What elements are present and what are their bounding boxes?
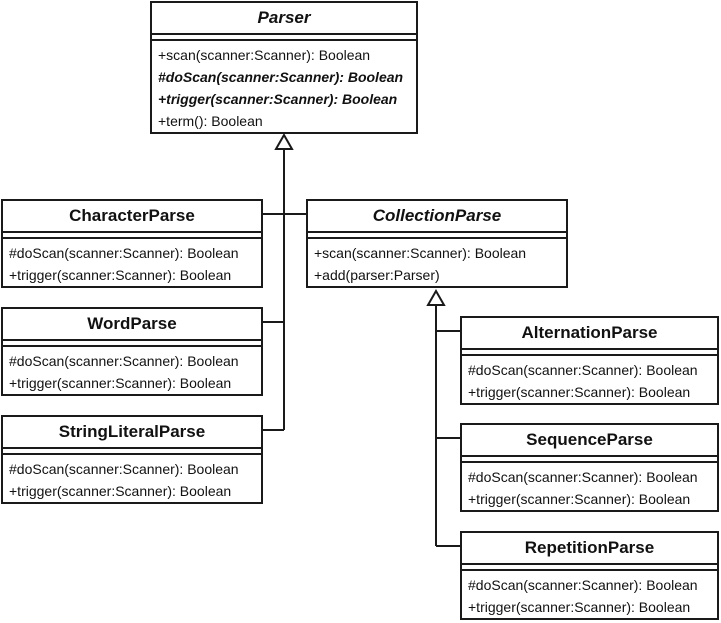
operation: +trigger(scanner:Scanner): Boolean: [9, 375, 232, 391]
operation: +trigger(scanner:Scanner): Boolean: [158, 91, 398, 107]
operation: +term(): Boolean: [158, 113, 263, 129]
class-name: WordParse: [3, 309, 261, 341]
class-name: SequenceParse: [462, 425, 717, 457]
attributes-compartment: [152, 35, 416, 41]
operation: #doScan(scanner:Scanner): Boolean: [9, 461, 239, 477]
operation: #doScan(scanner:Scanner): Boolean: [9, 245, 239, 261]
parser-generalization-arrowhead: [274, 132, 294, 150]
attributes-compartment: [462, 350, 717, 356]
class-name: AlternationParse: [462, 318, 717, 350]
operations-compartment: #doScan(scanner:Scanner): Boolean +trigg…: [3, 455, 261, 504]
attributes-compartment: [462, 457, 717, 463]
attributes-compartment: [3, 233, 261, 239]
operations-compartment: #doScan(scanner:Scanner): Boolean +trigg…: [462, 571, 717, 620]
operations-compartment: #doScan(scanner:Scanner): Boolean +trigg…: [462, 463, 717, 512]
operation: +trigger(scanner:Scanner): Boolean: [9, 483, 232, 499]
operation: +scan(scanner:Scanner): Boolean: [314, 245, 527, 261]
class-name: CharacterParse: [3, 201, 261, 233]
operations-compartment: +scan(scanner:Scanner): Boolean +add(par…: [308, 239, 566, 288]
class-name: StringLiteralParse: [3, 417, 261, 449]
parser-class: Parser +scan(scanner:Scanner): Boolean #…: [150, 1, 418, 134]
operation: +add(parser:Parser): [314, 267, 440, 283]
operation: #doScan(scanner:Scanner): Boolean: [468, 469, 698, 485]
operations-compartment: #doScan(scanner:Scanner): Boolean +trigg…: [3, 347, 261, 396]
alternationparse-class: AlternationParse #doScan(scanner:Scanner…: [460, 316, 719, 405]
attributes-compartment: [462, 565, 717, 571]
class-name: Parser: [152, 3, 416, 35]
operations-compartment: #doScan(scanner:Scanner): Boolean +trigg…: [462, 356, 717, 405]
operation: +trigger(scanner:Scanner): Boolean: [468, 491, 691, 507]
operations-compartment: #doScan(scanner:Scanner): Boolean +trigg…: [3, 239, 261, 288]
operation: #doScan(scanner:Scanner): Boolean: [468, 577, 698, 593]
stringliteralparse-class: StringLiteralParse #doScan(scanner:Scann…: [1, 415, 263, 504]
attributes-compartment: [3, 449, 261, 455]
operation: +trigger(scanner:Scanner): Boolean: [9, 267, 232, 283]
sequenceparse-class: SequenceParse #doScan(scanner:Scanner): …: [460, 423, 719, 512]
wordparse-class: WordParse #doScan(scanner:Scanner): Bool…: [1, 307, 263, 396]
collection-generalization-arrowhead: [426, 288, 446, 306]
class-name: RepetitionParse: [462, 533, 717, 565]
attributes-compartment: [308, 233, 566, 239]
operation: +trigger(scanner:Scanner): Boolean: [468, 599, 691, 615]
operations-compartment: +scan(scanner:Scanner): Boolean #doScan(…: [152, 41, 416, 134]
operation: +scan(scanner:Scanner): Boolean: [158, 47, 371, 63]
class-name: CollectionParse: [308, 201, 566, 233]
operation: +trigger(scanner:Scanner): Boolean: [468, 384, 691, 400]
collectionparse-class: CollectionParse +scan(scanner:Scanner): …: [306, 199, 568, 288]
operation: #doScan(scanner:Scanner): Boolean: [158, 69, 404, 85]
operation: #doScan(scanner:Scanner): Boolean: [9, 353, 239, 369]
attributes-compartment: [3, 341, 261, 347]
operation: #doScan(scanner:Scanner): Boolean: [468, 362, 698, 378]
characterparse-class: CharacterParse #doScan(scanner:Scanner):…: [1, 199, 263, 288]
repetitionparse-class: RepetitionParse #doScan(scanner:Scanner)…: [460, 531, 719, 620]
